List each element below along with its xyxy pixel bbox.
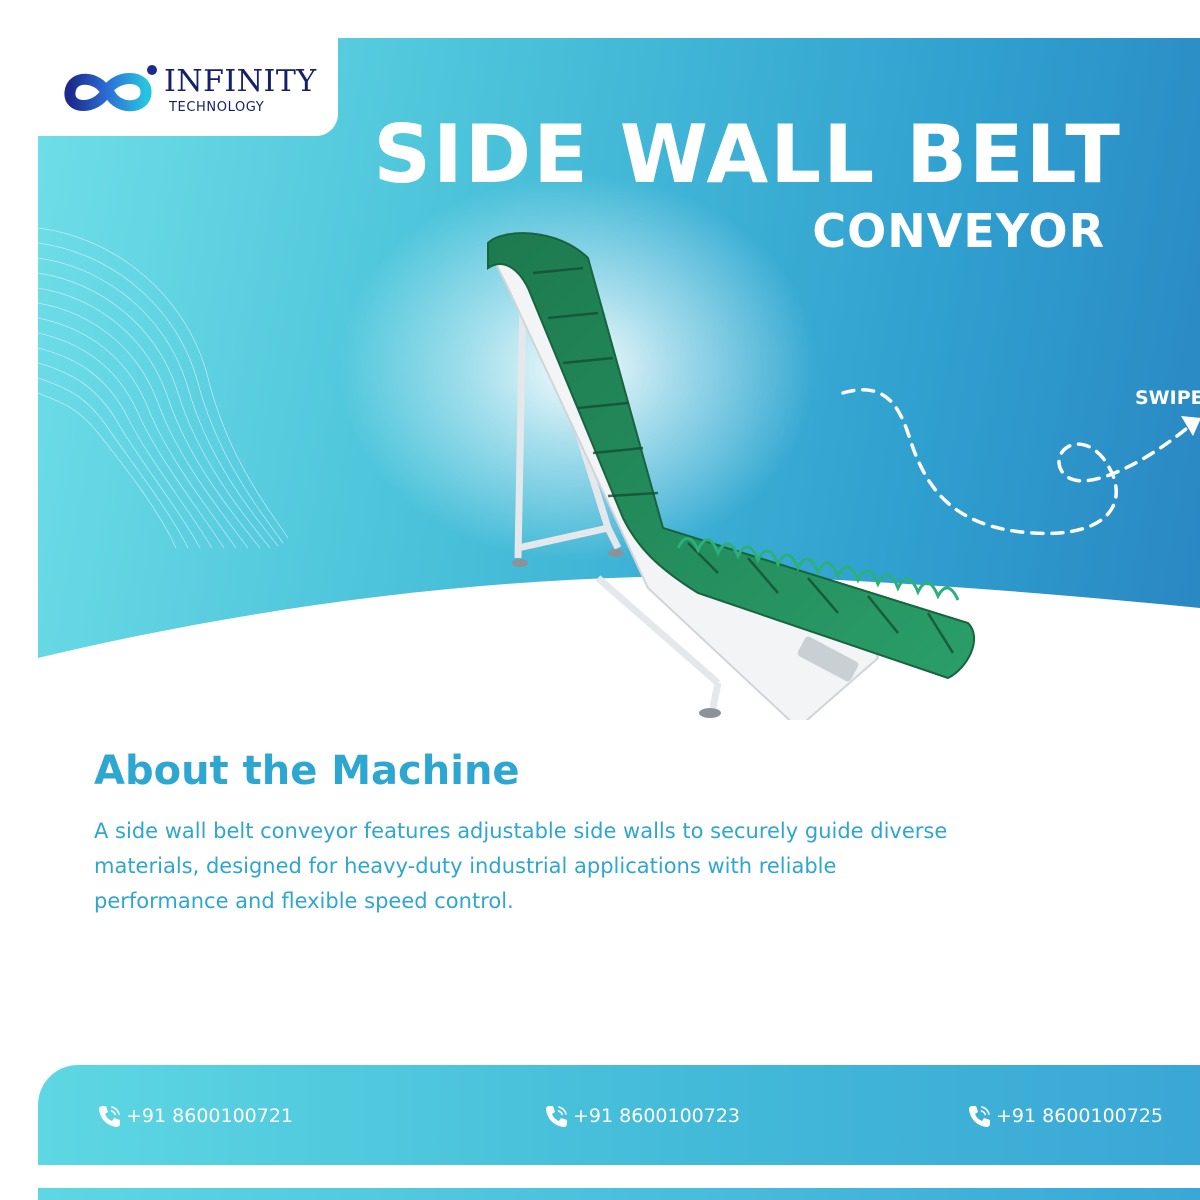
brand-tagline: TECHNOLOGY [169, 100, 265, 115]
phone-icon [969, 1106, 990, 1127]
phone-icon [99, 1106, 120, 1127]
contact-phone-3[interactable]: +91 8600100725 [966, 1103, 1163, 1129]
swipe-arrow-icon[interactable] [833, 378, 1200, 548]
page-subtitle: CONVEYOR [812, 204, 1105, 258]
logo-card: INFINITY TECHNOLOGY [38, 38, 338, 136]
phone-number: +91 8600100725 [996, 1105, 1164, 1127]
contact-footer: +91 8600100721 +91 8600100723 +91 860010… [38, 1065, 1200, 1165]
footer-edge-strip [38, 1188, 1200, 1200]
about-heading: About the Machine [94, 748, 520, 794]
hero-banner: INFINITY TECHNOLOGY SIDE WALL BELT CONVE… [38, 38, 1200, 720]
infinity-logo-icon [64, 65, 157, 112]
conveyor-machine-image [486, 232, 975, 720]
wave-mesh-graphic [38, 227, 288, 548]
phone-number: +91 8600100723 [573, 1105, 741, 1127]
page-title: SIDE WALL BELT [373, 108, 1122, 201]
brand-name: INFINITY [164, 64, 317, 99]
phone-number: +91 8600100721 [126, 1105, 294, 1127]
phone-icon [546, 1106, 567, 1127]
swipe-label: SWIPE [1135, 387, 1200, 409]
about-description: A side wall belt conveyor features adjus… [94, 819, 948, 913]
contact-phone-2[interactable]: +91 8600100723 [543, 1103, 740, 1129]
contact-phone-1[interactable]: +91 8600100721 [96, 1103, 293, 1129]
